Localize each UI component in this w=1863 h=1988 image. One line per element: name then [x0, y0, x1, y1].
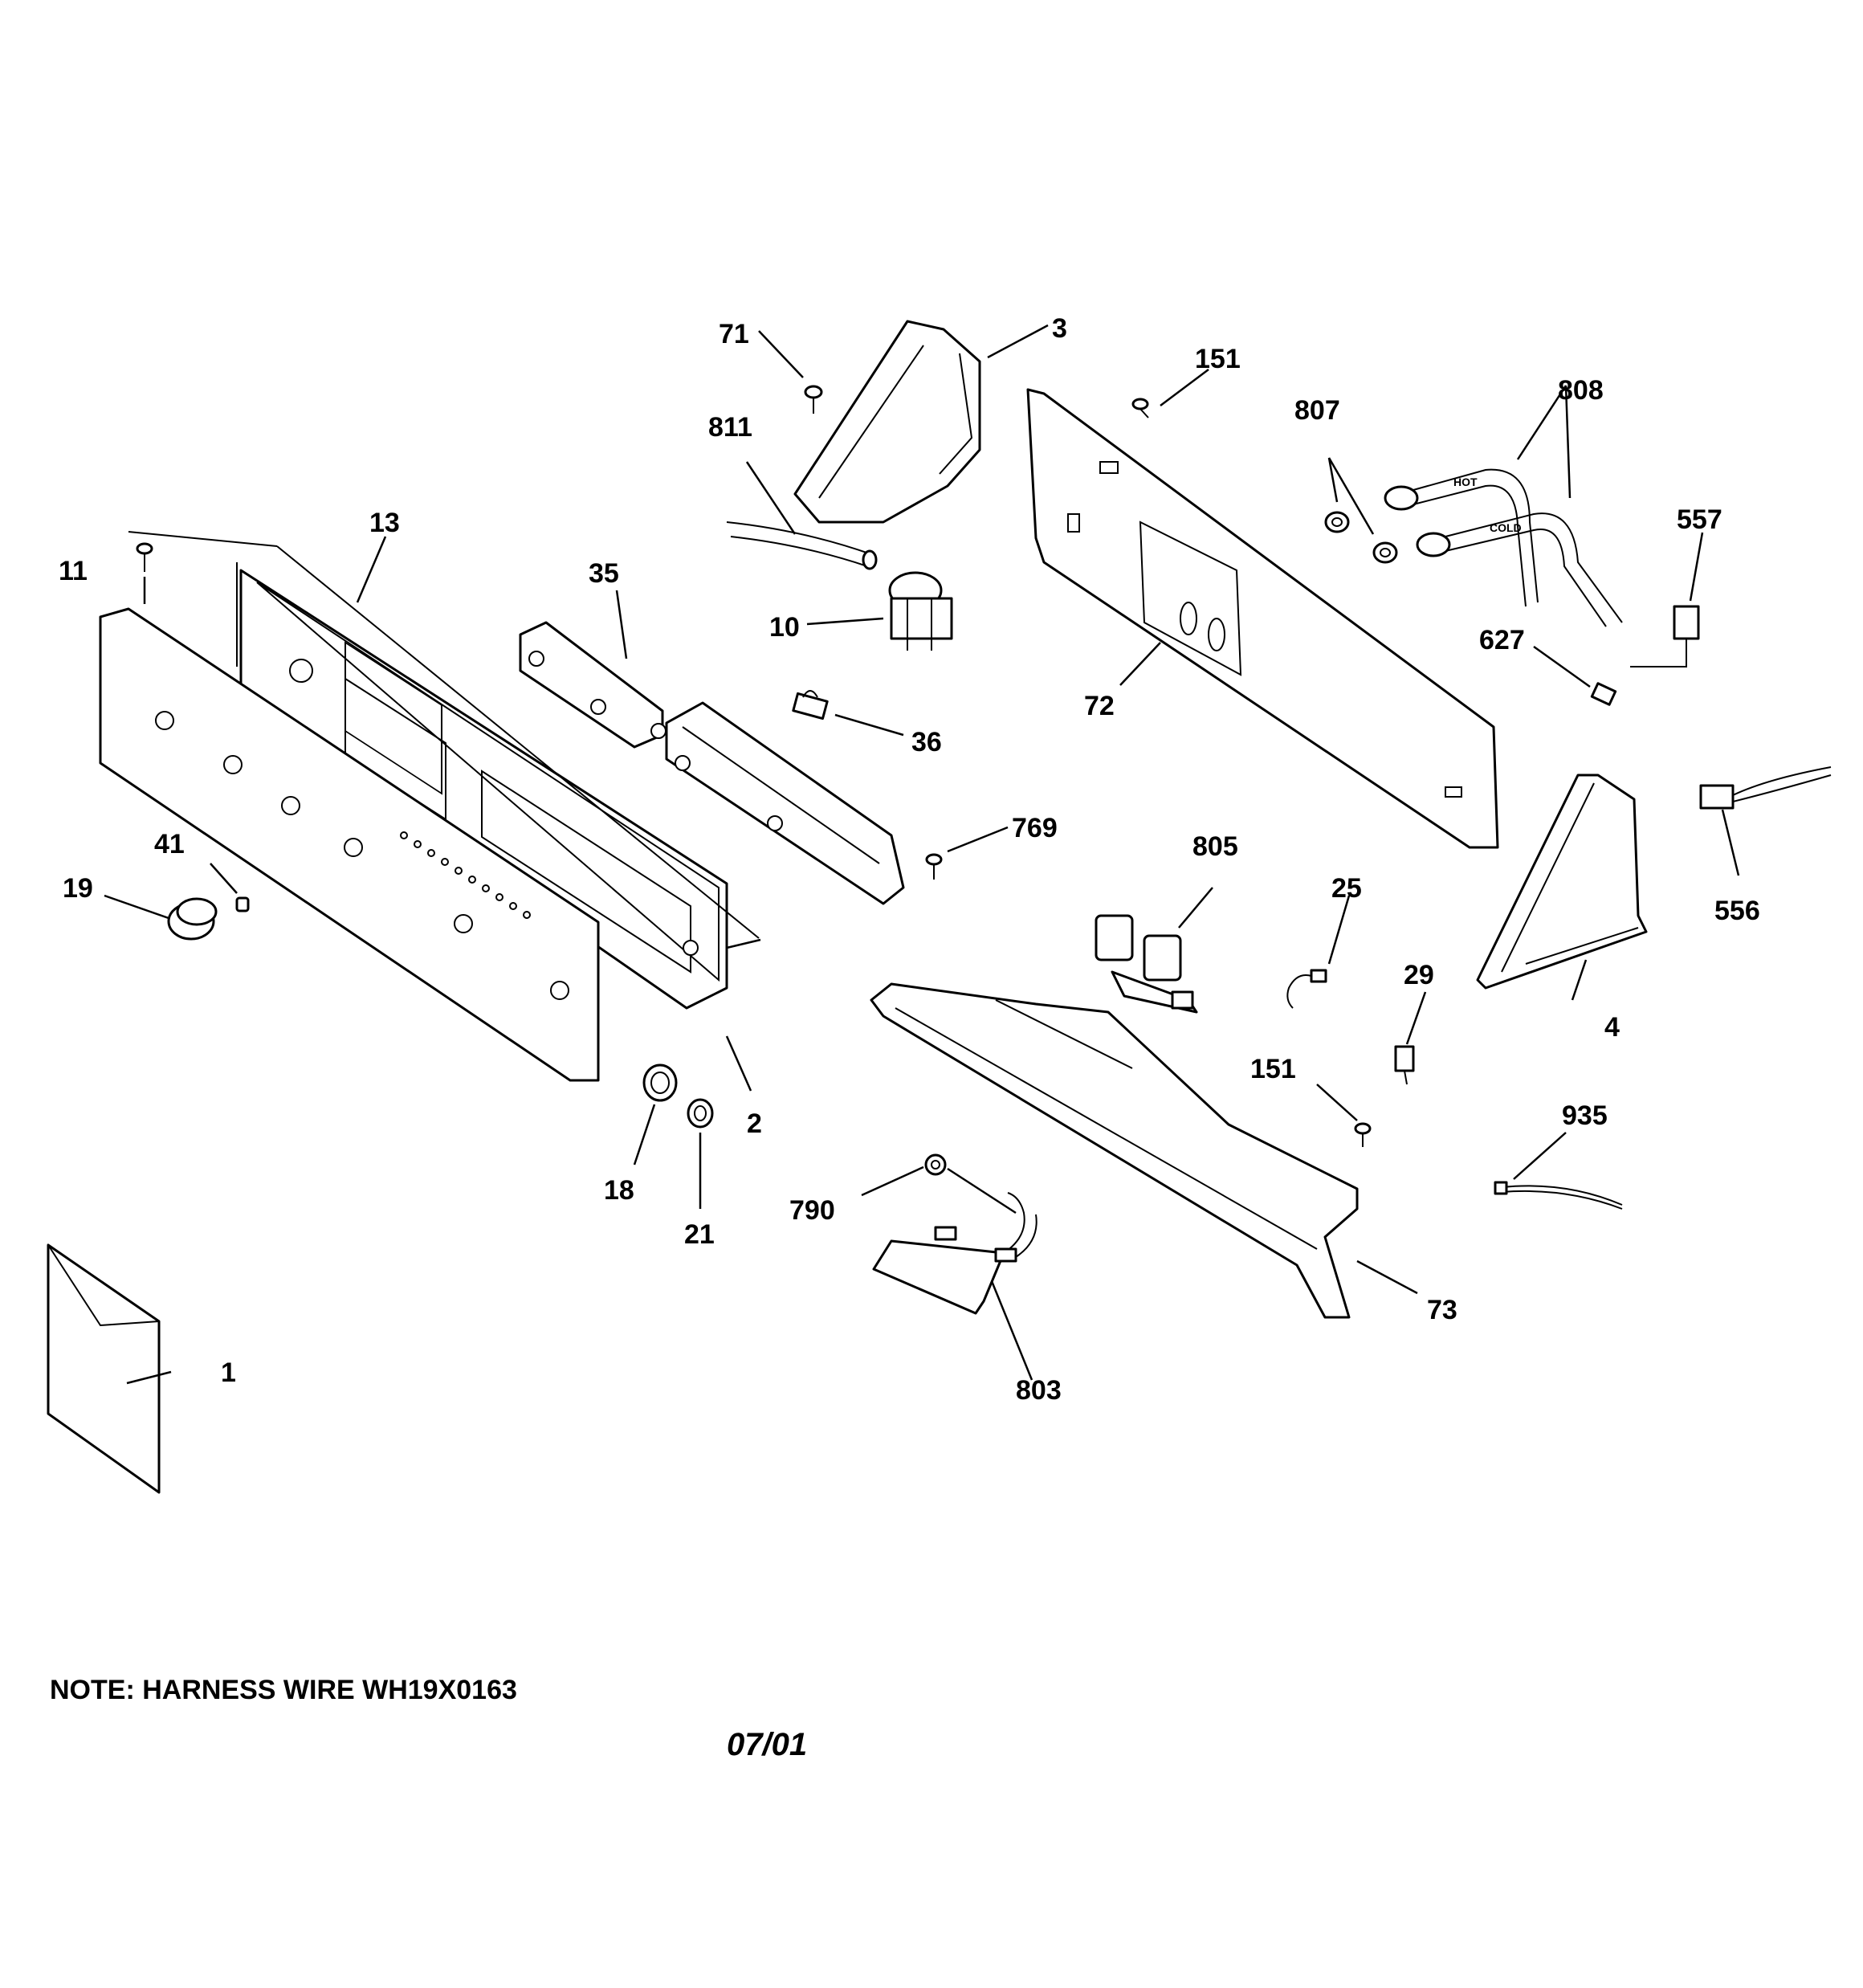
part-790-clamp	[924, 1153, 947, 1176]
part-29-clip	[1394, 1045, 1415, 1085]
label-769: 769	[1012, 813, 1058, 843]
label-3: 3	[1052, 313, 1067, 344]
part-labels: 71 3 151 807 808 811 557 13 11 35 10 627…	[59, 313, 1760, 1406]
label-21: 21	[684, 1219, 715, 1250]
part-935-wire	[1494, 1181, 1623, 1210]
label-4: 4	[1604, 1012, 1620, 1043]
part-808-hoses: HOT COLD	[1384, 468, 1623, 627]
part-21-button	[687, 1098, 714, 1129]
part-10-pressure-switch	[888, 571, 953, 651]
label-151-top: 151	[1195, 344, 1241, 374]
part-151-screw-top	[1131, 398, 1149, 418]
part-72-rear-panel	[1026, 388, 1499, 849]
part-71-screw	[804, 385, 823, 414]
leader-lines	[104, 324, 1740, 1385]
part-805-water-valve	[1095, 914, 1198, 1014]
label-19: 19	[63, 873, 93, 904]
hose-cold-label: COLD	[1490, 521, 1522, 534]
part-13-control-frame	[128, 531, 760, 1010]
label-29: 29	[1404, 960, 1434, 990]
label-35: 35	[589, 558, 619, 589]
label-2: 2	[747, 1108, 762, 1139]
part-769-screw	[925, 853, 943, 880]
part-19-knob	[167, 897, 218, 941]
label-18: 18	[604, 1175, 634, 1206]
part-18-grommet	[642, 1063, 678, 1102]
revision-date: 07/01	[727, 1727, 808, 1762]
part-803-duct	[872, 1192, 1037, 1315]
label-805: 805	[1192, 831, 1238, 862]
hose-hot-label: HOT	[1453, 476, 1478, 488]
part-627-plug	[1590, 682, 1617, 706]
part-36-pcb-board	[665, 701, 905, 905]
part-557-clip	[1630, 605, 1700, 667]
label-25: 25	[1331, 873, 1362, 904]
part-1-envelope	[47, 1243, 161, 1494]
part-11-screw	[136, 542, 153, 572]
part-35-bracket	[519, 621, 667, 749]
label-151-lower: 151	[1250, 1054, 1296, 1084]
label-41: 41	[154, 829, 185, 859]
label-1: 1	[221, 1357, 236, 1388]
part-811-tube	[726, 521, 878, 570]
part-3-side-bracket	[793, 320, 981, 524]
label-808: 808	[1558, 375, 1604, 406]
part-807-washers	[1324, 511, 1398, 564]
indicator-holes	[400, 831, 531, 919]
part-25-wire	[1286, 969, 1327, 1009]
label-10: 10	[769, 612, 800, 643]
label-11: 11	[59, 556, 88, 586]
label-36: 36	[911, 727, 942, 757]
label-71: 71	[719, 319, 749, 349]
label-807: 807	[1294, 395, 1340, 426]
part-36-connector	[792, 690, 829, 720]
label-627: 627	[1479, 625, 1525, 655]
label-556: 556	[1714, 896, 1760, 926]
part-4-side-bracket	[1476, 774, 1648, 990]
part-2-front-panel	[99, 607, 600, 1082]
label-935: 935	[1562, 1100, 1608, 1131]
label-790: 790	[789, 1195, 835, 1226]
label-73: 73	[1427, 1295, 1457, 1325]
part-556-connector	[1699, 766, 1832, 810]
harness-note: NOTE: HARNESS WIRE WH19X0163	[50, 1675, 517, 1705]
label-803: 803	[1016, 1375, 1062, 1406]
part-41-setscrew	[235, 896, 250, 912]
label-557: 557	[1677, 504, 1722, 535]
label-13: 13	[369, 508, 400, 538]
label-811: 811	[708, 412, 752, 443]
part-73-bottom-rail	[870, 982, 1359, 1319]
part-151-screw-lower	[1354, 1122, 1372, 1147]
label-72: 72	[1084, 691, 1115, 721]
